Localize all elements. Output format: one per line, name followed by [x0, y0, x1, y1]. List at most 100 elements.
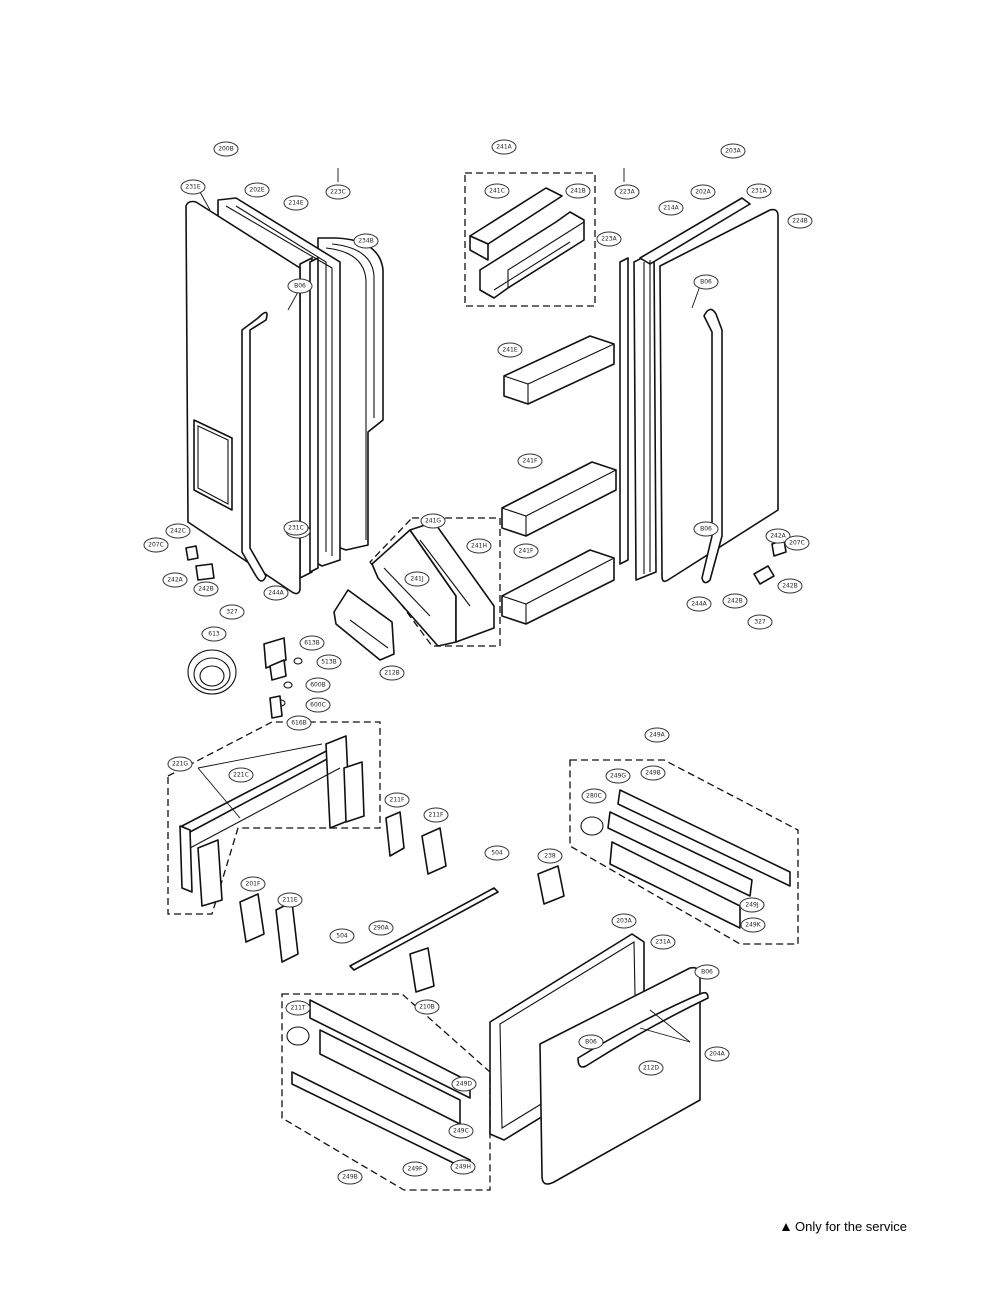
small-parts-left [185, 545, 395, 719]
callout-right-frame-top: 214A [658, 200, 684, 216]
callout-right-tray-rail-1: 249J [739, 897, 765, 913]
callout-water-tube: 613 [201, 626, 227, 642]
svg-text:B06: B06 [294, 283, 306, 290]
callout-right-screw-top: B06 [693, 274, 719, 290]
callout-right-hinge-clip: 207C [784, 535, 810, 551]
svg-text:210B: 210B [419, 1004, 435, 1011]
svg-text:223C: 223C [330, 189, 346, 196]
callout-right-handle: 244A [686, 596, 712, 612]
svg-text:231E: 231E [185, 184, 200, 191]
callout-rail-clip-2: 211E [277, 892, 303, 908]
callout-drawer-screw-top: B06 [694, 964, 720, 980]
svg-text:203A: 203A [616, 918, 632, 925]
callout-right-hinge-screw: 327 [747, 614, 773, 630]
callout-right-door-outer: 231A [746, 183, 772, 199]
door-shelves [369, 335, 617, 647]
callout-left-inner-liner: 234B [353, 233, 379, 249]
callout-left-tray-rail-2: 249C [448, 1123, 474, 1139]
callout-right-tray-gear-2: 249B [640, 765, 666, 781]
svg-text:241C: 241C [489, 188, 505, 195]
svg-text:513B: 513B [321, 659, 337, 666]
svg-text:249G: 249G [610, 773, 626, 780]
callout-right-tray-gear: 249G [605, 768, 631, 784]
callout-basket-shelf-2: 241F [517, 453, 543, 469]
callout-right-hinge-cap: 242A [765, 528, 791, 544]
callout-left-hinge-pin: 242A [162, 572, 188, 588]
callout-left-gasket-top: 202E [244, 182, 270, 198]
svg-text:214E: 214E [288, 200, 303, 207]
callout-basket-assembly-tall: 241G [420, 513, 446, 529]
svg-text:242C: 242C [170, 528, 186, 535]
left-dispenser-window [193, 419, 233, 511]
svg-text:242A: 242A [167, 577, 183, 584]
svg-text:221G: 221G [172, 761, 188, 768]
svg-text:204A: 204A [709, 1051, 725, 1058]
svg-text:207C: 207C [789, 540, 805, 547]
svg-text:B06: B06 [585, 1039, 597, 1046]
svg-text:241H: 241H [471, 543, 487, 550]
callout-left-hinge-screw: 327 [219, 604, 245, 620]
svg-text:613B: 613B [304, 640, 320, 647]
svg-text:211E: 211E [282, 897, 297, 904]
callout-rail-latch: 210B [414, 999, 440, 1015]
svg-text:207C: 207C [148, 542, 164, 549]
callout-left-tray-assembly: 249B [337, 1169, 363, 1185]
svg-text:241F: 241F [519, 548, 534, 555]
svg-text:280C: 280C [586, 793, 602, 800]
svg-text:249B: 249B [342, 1174, 358, 1181]
service-footnote: Only for the service [782, 1219, 907, 1234]
svg-text:242B: 242B [782, 583, 798, 590]
svg-text:211F: 211F [390, 797, 405, 804]
callout-basket-tall-back: 241J [404, 571, 430, 587]
svg-text:203A: 203A [725, 148, 741, 155]
callout-valve-nut: 600B [305, 677, 331, 693]
right-door-group [619, 197, 787, 585]
callout-drawer-frame: 203A [611, 913, 637, 929]
callout-right-tray-rail-2: 249K [740, 917, 766, 933]
svg-text:231C: 231C [288, 525, 304, 532]
svg-text:211F: 211F [429, 812, 444, 819]
svg-text:223A: 223A [601, 236, 617, 243]
callout-right-tray-roller: 280C [581, 788, 607, 804]
svg-text:212B: 212B [384, 670, 400, 677]
svg-text:249B: 249B [645, 770, 661, 777]
callout-left-hinge-bracket: 242B [193, 581, 219, 597]
callout-left-handle: 244A [263, 585, 289, 601]
callout-right-hinge-bracket: 242B [722, 593, 748, 609]
svg-text:223A: 223A [619, 189, 635, 196]
callout-basket-shelf-1: 241E [497, 342, 523, 358]
svg-text:600B: 600B [310, 682, 326, 689]
callout-basket-assembly-top: 241A [491, 139, 517, 155]
svg-text:242A: 242A [770, 533, 786, 540]
callout-rail-corner: 221G [167, 756, 193, 772]
left-door-handle [241, 311, 268, 582]
callout-drawer-outer: 231A [650, 934, 676, 950]
svg-text:201F: 201F [246, 881, 261, 888]
svg-text:249D: 249D [456, 1081, 472, 1088]
svg-text:504: 504 [491, 850, 503, 857]
callout-right-badge: 224B [787, 213, 813, 229]
callout-valve-ring: 600C [305, 697, 331, 713]
svg-text:241A: 241A [496, 144, 512, 151]
callout-left-hinge-clip: 207C [143, 537, 169, 553]
svg-text:249C: 249C [453, 1128, 469, 1135]
svg-text:241B: 241B [570, 188, 586, 195]
callout-rail-assembly: 221C [228, 767, 254, 783]
part-callouts: 200B231E202E214E223C234BB06B06244A231C24… [143, 139, 813, 1185]
svg-text:244A: 244A [268, 590, 284, 597]
callout-rail-block: 238 [537, 848, 563, 864]
svg-text:241J: 241J [410, 576, 423, 583]
callout-left-tray-rail-3: 249F [402, 1161, 428, 1177]
filled-triangle-icon [782, 1223, 790, 1231]
svg-text:290A: 290A [373, 925, 389, 932]
callout-left-inner-lower: 231C [283, 520, 309, 536]
callout-right-hinge-pin: 242B [777, 578, 803, 594]
svg-text:202A: 202A [695, 189, 711, 196]
callout-rail-screw-2: 504 [329, 928, 355, 944]
svg-text:600C: 600C [310, 702, 326, 709]
callout-valve-connector: 616B [286, 715, 312, 731]
callout-valve-body: 613B [299, 635, 325, 651]
svg-text:327: 327 [754, 619, 766, 626]
callout-left-door-outer: 231E [180, 179, 206, 195]
